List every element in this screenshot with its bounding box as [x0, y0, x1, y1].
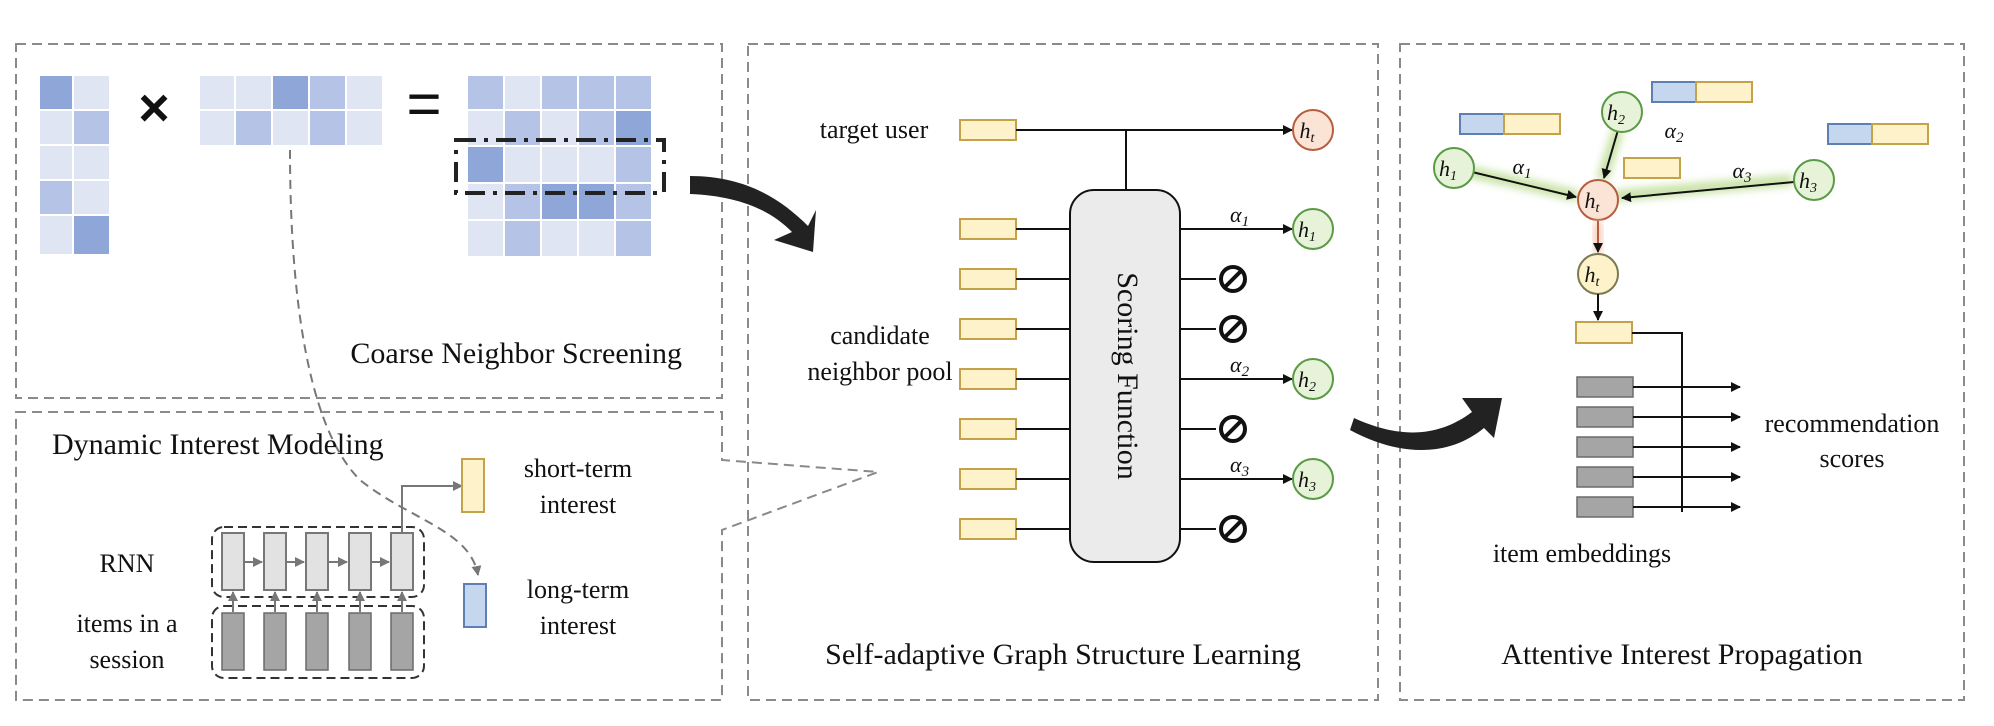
svg-text:ht: ht [1585, 188, 1601, 216]
item-embeddings-label: item embeddings [1493, 539, 1671, 568]
items-label-2: session [89, 645, 164, 674]
matrix-result [468, 76, 651, 256]
selection-highlight [454, 138, 666, 195]
svg-text:h3: h3 [1298, 467, 1316, 495]
svg-text:ht: ht [1300, 118, 1316, 146]
graph-node-h2: h2 [1292, 358, 1334, 400]
blocked-icon [1219, 265, 1247, 543]
svg-text:ht: ht [1585, 262, 1601, 290]
user-embedding [1575, 321, 1633, 344]
attentive-panel-frame [1399, 43, 1965, 701]
matrix-left [40, 76, 109, 254]
attn-node-h1: h1 [1433, 147, 1475, 189]
svg-text:h1: h1 [1298, 217, 1316, 245]
scoring-function-box [1069, 189, 1181, 563]
items-group [211, 605, 425, 679]
rnn-label: RNN [100, 549, 155, 578]
dynamic-panel-title: Dynamic Interest Modeling [52, 428, 384, 461]
dashed-connector [289, 149, 482, 576]
curved-arrow-1 [690, 176, 816, 252]
edge-h1-ht [1471, 171, 1577, 200]
candidate-links [1016, 228, 1070, 530]
scoring-output-links [1180, 224, 1293, 530]
rnn-cells [221, 532, 414, 591]
attn-node-ht: ht [1577, 179, 1619, 221]
candidate-label-2: neighbor pool [807, 357, 952, 386]
graph-node-ht: ht [1292, 109, 1334, 151]
score-arrows [1633, 382, 1741, 512]
svg-text:h2: h2 [1607, 100, 1625, 128]
attn-node-h3: h3 [1793, 159, 1835, 201]
svg-text:h1: h1 [1439, 156, 1457, 184]
equals-symbol: = [406, 70, 441, 137]
candidate-embeddings [959, 218, 1017, 540]
alpha-1-label: α1 [1230, 202, 1249, 230]
attentive-panel-title: Attentive Interest Propagation [1501, 638, 1863, 671]
user-embedding-bus [1632, 332, 1683, 512]
attn-node-h2: h2 [1601, 91, 1643, 133]
alpha-3-label: α3 [1230, 452, 1249, 480]
edge-h2-ht [1601, 129, 1619, 179]
graph-node-h3: h3 [1292, 458, 1334, 500]
graph-node-h1: h1 [1292, 208, 1334, 250]
curved-arrow-2 [1350, 398, 1502, 451]
to-short-term-link [401, 481, 463, 532]
short-term-label-1: short-term [524, 454, 632, 483]
short-term-label-2: interest [540, 490, 617, 519]
dynamic-panel-frame [15, 411, 879, 701]
item-embeddings [1576, 376, 1634, 518]
long-term-label-1: long-term [527, 575, 630, 604]
coarse-panel-frame [15, 43, 723, 399]
rec-scores-label-2: scores [1820, 444, 1885, 473]
short-term-embedding [461, 458, 485, 513]
svg-text:h3: h3 [1799, 168, 1817, 196]
attn-alpha-2: α2 [1664, 118, 1684, 146]
target-user-label: target user [820, 115, 929, 144]
scoring-function-label: Scoring Function [1111, 272, 1144, 480]
graph-panel-frame [747, 43, 1379, 701]
target-user-embedding [959, 119, 1017, 141]
rec-scores-label-1: recommendation [1765, 409, 1940, 438]
graph-panel-title: Self-adaptive Graph Structure Learning [825, 638, 1301, 671]
items-label-1: items in a [76, 609, 178, 638]
item-to-rnn-links [228, 591, 407, 612]
multiply-symbol: × [138, 78, 170, 138]
alpha-2-label: α2 [1230, 352, 1250, 380]
svg-text:h2: h2 [1298, 367, 1316, 395]
session-items [221, 612, 414, 671]
edge-h3-ht [1621, 181, 1795, 203]
long-term-embedding [463, 583, 487, 628]
attn-alpha-1: α1 [1512, 154, 1531, 182]
attentive-embeddings [1459, 81, 1929, 179]
attn-node-ht-updated: ht [1577, 253, 1619, 295]
coarse-panel-title: Coarse Neighbor Screening [350, 337, 682, 370]
candidate-label-1: candidate [830, 321, 930, 350]
attn-alpha-3: α3 [1732, 158, 1751, 186]
long-term-label-2: interest [540, 611, 617, 640]
matrix-middle [200, 76, 382, 145]
